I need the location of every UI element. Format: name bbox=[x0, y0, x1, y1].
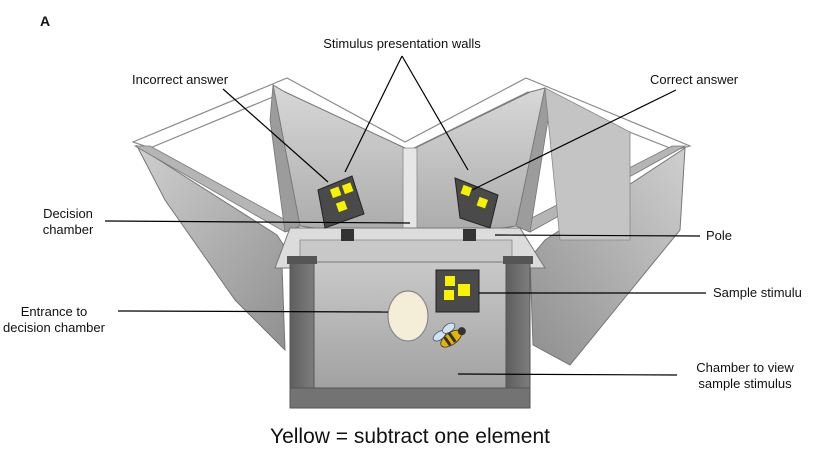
leader-lines bbox=[104, 55, 706, 376]
left-post bbox=[289, 261, 315, 409]
label-entrance-line2: decision chamber bbox=[3, 320, 105, 335]
panel-label: A bbox=[40, 13, 51, 29]
label-decision-chamber-line1: Decision bbox=[43, 206, 93, 221]
label-entrance: Entrance to decision chamber bbox=[0, 304, 118, 336]
label-pole: Pole bbox=[706, 228, 733, 243]
left-outer-wall bbox=[133, 144, 302, 352]
caption: Yellow = subtract one element bbox=[270, 425, 550, 448]
leader-walls-left bbox=[344, 55, 403, 173]
label-incorrect-answer: Incorrect answer bbox=[132, 72, 229, 87]
leader-decision-chamber bbox=[104, 220, 411, 224]
label-stimulus-walls: Stimulus presentation walls bbox=[323, 36, 481, 51]
correct-stimulus-card bbox=[454, 177, 499, 229]
incorrect-stimulus-card bbox=[317, 175, 365, 229]
leader-correct bbox=[471, 89, 677, 191]
pole-left bbox=[341, 229, 354, 241]
leader-entrance bbox=[117, 310, 389, 313]
label-view-chamber: Chamber to view sample stimulus bbox=[682, 360, 808, 392]
label-entrance-line1: Entrance to bbox=[20, 304, 88, 319]
leader-pole bbox=[494, 234, 701, 237]
label-view-chamber-line2: sample stimulus bbox=[698, 376, 792, 391]
leader-walls-right bbox=[401, 55, 469, 171]
pole-right bbox=[463, 229, 476, 241]
label-sample-stimulus: Sample stimulu bbox=[713, 285, 802, 300]
leader-incorrect bbox=[222, 88, 329, 183]
label-view-chamber-line1: Chamber to view bbox=[696, 360, 794, 375]
label-correct-answer: Correct answer bbox=[650, 72, 739, 87]
bee-icon bbox=[432, 322, 466, 348]
sample-stimulus-card bbox=[435, 269, 480, 313]
label-decision-chamber: Decision chamber bbox=[28, 206, 108, 238]
leader-view-chamber bbox=[457, 373, 678, 376]
poles bbox=[341, 229, 476, 241]
entrance-hole bbox=[387, 290, 429, 342]
label-decision-chamber-line2: chamber bbox=[42, 222, 94, 237]
right-post bbox=[505, 261, 531, 409]
